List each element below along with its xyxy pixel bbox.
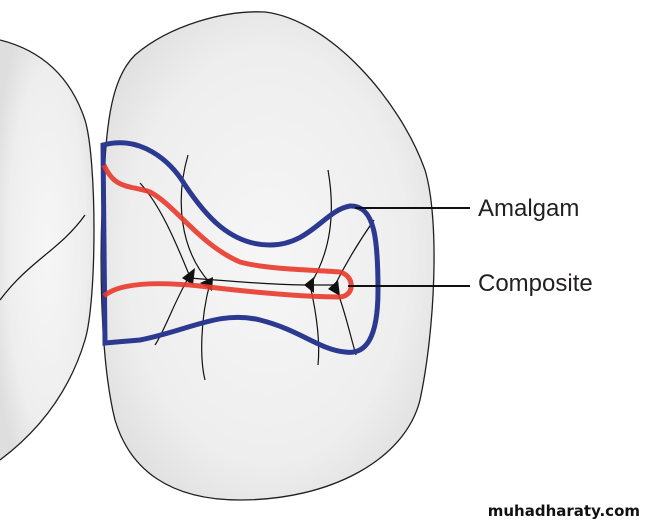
composite-outline xyxy=(101,163,354,300)
fissure-lines xyxy=(0,154,375,381)
tooth-outline xyxy=(100,11,435,501)
amalgam-outline xyxy=(100,140,381,355)
amalgam-label: Amalgam xyxy=(478,195,580,222)
adjacent-tooth-outline xyxy=(0,39,95,461)
watermark: muhadharaty.com xyxy=(487,502,640,520)
composite-label: Composite xyxy=(478,270,593,297)
